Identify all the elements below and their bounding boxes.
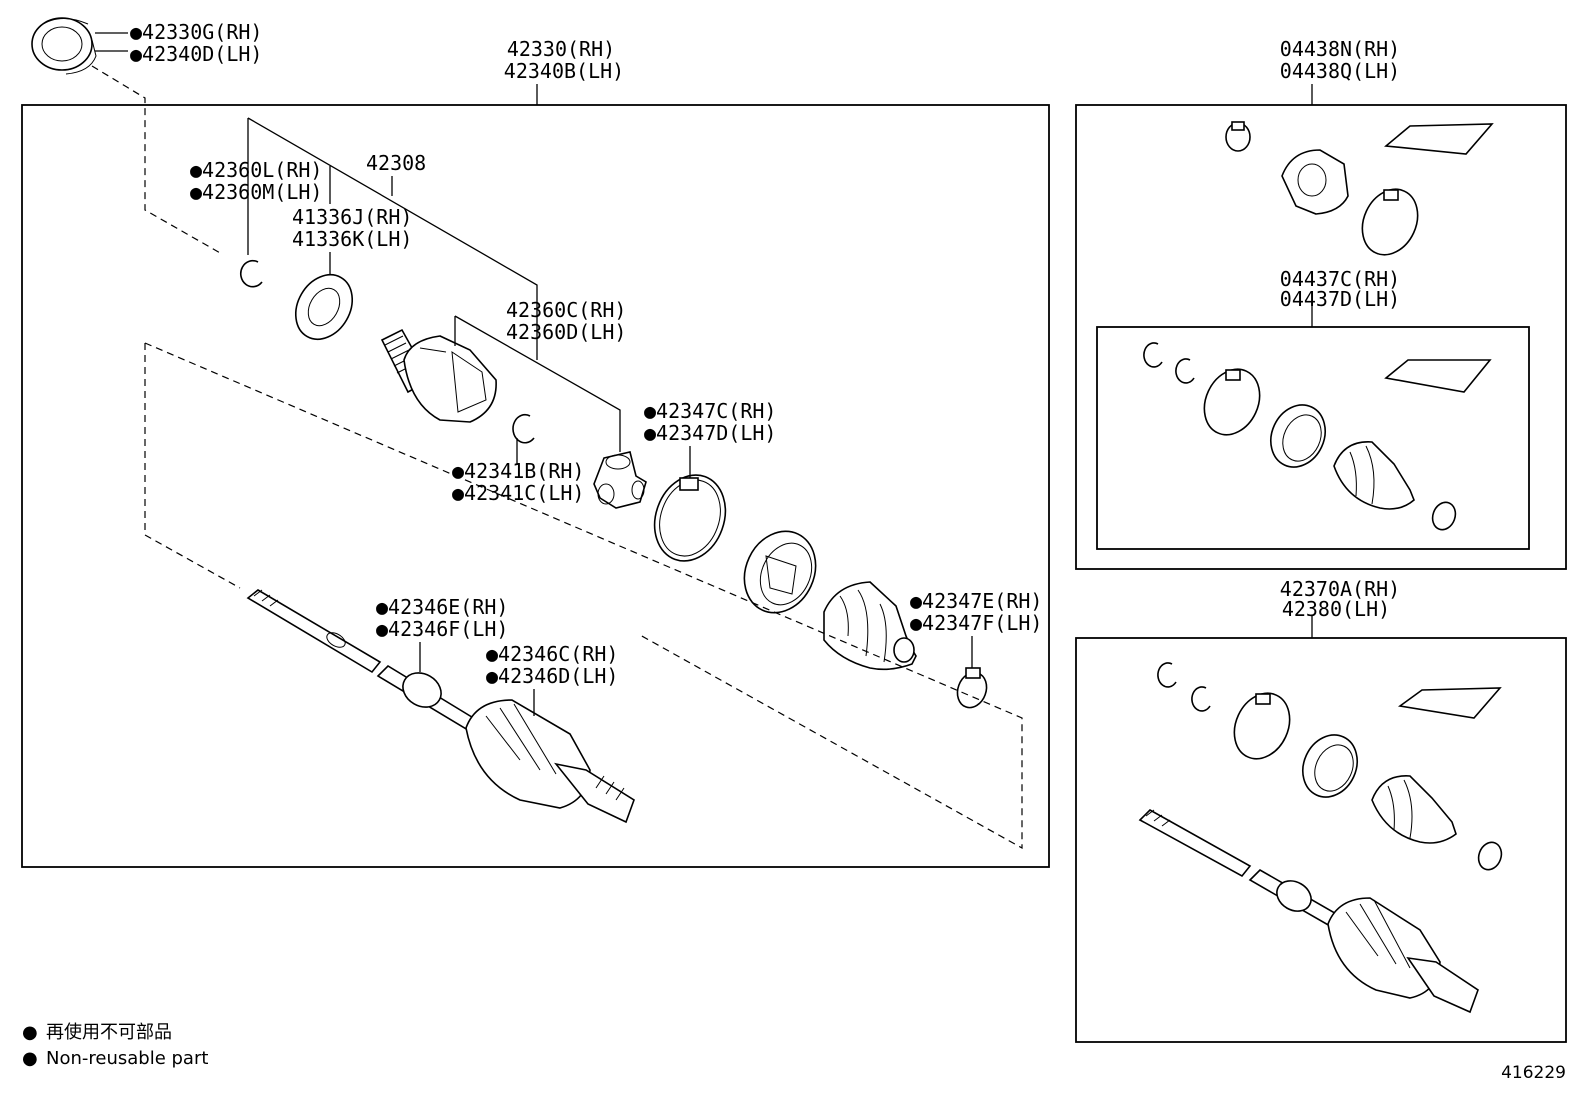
shaft-part-label: 42308	[366, 151, 426, 175]
clamp-small-label-lh: ●42347F(LH)	[910, 611, 1042, 635]
boot-outer-label-rh: ●42346C(RH)	[486, 642, 618, 666]
kit-bracket-line	[247, 117, 538, 360]
housing-label-rh: 42360C(RH)	[506, 298, 626, 322]
kit-inner-parts	[1143, 342, 1492, 531]
boot-kit-outer-label-lh: 04438Q(LH)	[1280, 59, 1400, 83]
boot-outer-label-lh: ●42346D(LH)	[486, 664, 618, 688]
boot-kit-inner-label-lh: 04437D(LH)	[1280, 287, 1400, 311]
bearing-part	[31, 17, 97, 75]
shaft-kit-outer-frame	[1075, 637, 1567, 1043]
boot-kit-outer-frame	[1075, 104, 1567, 570]
kit-shaft-parts	[1138, 662, 1503, 1014]
washer-label-rh: 41336J(RH)	[292, 205, 412, 229]
legend-text-jp: 再使用不可部品	[46, 1022, 172, 1043]
main-assembly-frame	[21, 104, 1050, 868]
snap-ring-outer-label-lh: ●42360M(LH)	[190, 180, 322, 204]
legend-bullet-jp: ●	[22, 1022, 38, 1043]
washer-label-lh: 41336K(LH)	[292, 227, 412, 251]
legend-bullet-en: ●	[22, 1048, 38, 1069]
boot-kit-inner-frame	[1096, 326, 1530, 550]
clamp-small-label-rh: ●42347E(RH)	[910, 589, 1042, 613]
kit-outer-parts	[1225, 121, 1494, 256]
snap-ring-inner-label-lh: ●42341C(LH)	[452, 481, 584, 505]
boot-inner-ring-part	[743, 530, 817, 614]
legend-text-en: Non-reusable part	[46, 1048, 208, 1069]
tulip-housing-part	[380, 328, 497, 423]
leader-housing	[454, 315, 621, 452]
bearing-dashed-guide	[91, 65, 223, 255]
diagram-code: 416229	[1501, 1063, 1566, 1083]
shaft-kit-outer-label-lh: 42380(LH)	[1282, 597, 1390, 621]
shaft-kit-outer-label-rh: 42370A(RH)	[1280, 577, 1400, 601]
clamp-inner-label-rh: ●42347C(RH)	[644, 399, 776, 423]
bearing-label-rh: ●42330G(RH)	[130, 20, 262, 44]
main-dashed-guide-right	[144, 342, 1023, 850]
snap-ring-outer-label-rh: ●42360L(RH)	[190, 158, 322, 182]
bearing-label-lh: ●42340D(LH)	[130, 42, 262, 66]
damper-label-rh: ●42346E(RH)	[376, 595, 508, 619]
drive-shaft-part	[246, 589, 635, 824]
clamp-small-part	[956, 667, 988, 709]
tripod-spider-part	[593, 451, 647, 509]
main-kit-label-lh: 42340B(LH)	[504, 59, 624, 83]
clamp-inner-label-lh: ●42347D(LH)	[644, 421, 776, 445]
main-dashed-guide-left	[144, 343, 241, 589]
snap-ring-outer	[239, 259, 263, 288]
snap-ring-inner-label-rh: ●42341B(RH)	[452, 459, 584, 483]
main-kit-label-rh: 42330(RH)	[507, 37, 615, 61]
boot-kit-outer-label-rh: 04438N(RH)	[1280, 37, 1400, 61]
washer-part	[294, 274, 354, 340]
clamp-inner-part	[653, 474, 727, 562]
boot-kit-inner-label-rh: 04437C(RH)	[1280, 267, 1400, 291]
boot-inner-part	[823, 581, 917, 671]
damper-label-lh: ●42346F(LH)	[376, 617, 508, 641]
snap-ring-inner	[512, 413, 535, 444]
housing-label-lh: 42360D(LH)	[506, 320, 626, 344]
